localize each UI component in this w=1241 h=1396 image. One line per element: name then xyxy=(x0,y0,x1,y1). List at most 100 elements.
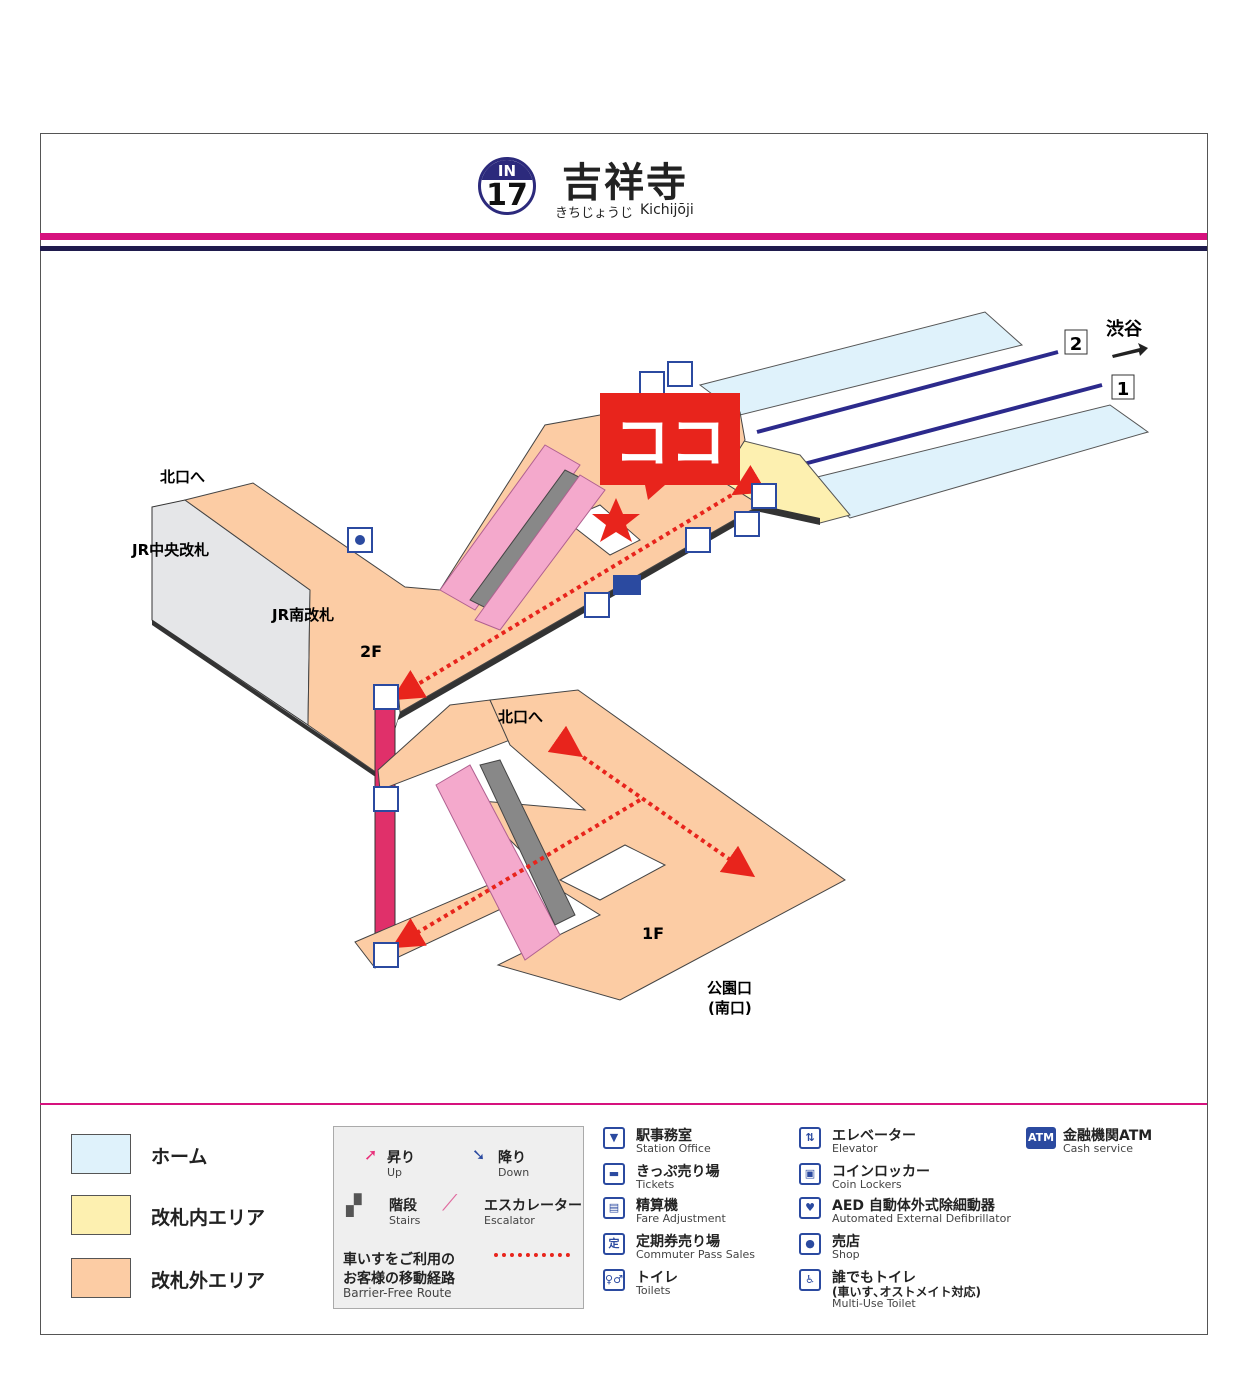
station-romaji: Kichijōji xyxy=(640,202,694,218)
station-office-icon: ▼ xyxy=(603,1127,625,1149)
legend-platform: ホーム xyxy=(151,1146,208,1168)
station-name: 吉祥寺 xyxy=(562,160,688,206)
stairs-1f xyxy=(479,759,576,926)
elevator-icon xyxy=(373,786,399,812)
escalator-icon: ⟋ xyxy=(442,1191,458,1216)
north-exit-label-bottom: 北口へ xyxy=(498,708,543,726)
stairs-icon: ▞ xyxy=(346,1193,362,1217)
header-divider-pink xyxy=(40,233,1207,240)
commuter-pass-icon: 定 xyxy=(603,1233,625,1255)
facility-label-en: Commuter Pass Sales xyxy=(636,1248,756,1261)
floor-1f-label: 1F xyxy=(642,924,664,943)
route-line-icon xyxy=(494,1253,570,1257)
track-2-number: 2 xyxy=(1070,334,1083,355)
north-exit-label-top: 北口へ xyxy=(160,468,205,486)
facility-label-en: Fare Adjustment xyxy=(636,1212,726,1225)
atm-icon xyxy=(613,575,641,595)
track-1 xyxy=(799,383,1103,467)
barrier-free-route-2f xyxy=(391,465,767,701)
line-code: IN xyxy=(481,160,533,180)
elevator-shaft xyxy=(374,699,396,946)
down-label-en: Down xyxy=(498,1166,530,1179)
facility-label: 精算機 xyxy=(636,1198,678,1214)
escalator-label: エスカレーター xyxy=(484,1198,582,1214)
elevator-icon xyxy=(373,942,399,968)
facility-label: 誰でもトイレ xyxy=(832,1270,916,1286)
route-label-en: Barrier-Free Route xyxy=(343,1286,452,1300)
shop-icon xyxy=(347,527,373,553)
multi-use-toilet-icon: ♿ xyxy=(799,1269,821,1291)
facility-label-en: Station Office xyxy=(636,1142,711,1155)
swatch-unpaid-area xyxy=(71,1258,131,1298)
track-2 xyxy=(756,350,1059,434)
up-label-en: Up xyxy=(387,1166,403,1179)
toilet-icon xyxy=(639,371,665,397)
elevator-icon: ⇅ xyxy=(799,1127,821,1149)
station-number: 17 xyxy=(486,178,528,213)
header-divider-navy xyxy=(40,246,1207,251)
facility-label-en: Multi-Use Toilet xyxy=(832,1297,916,1310)
fare-adjustment-icon xyxy=(751,483,777,509)
platform-1 xyxy=(803,404,1150,519)
facility-label-en: Cash service xyxy=(1063,1142,1134,1155)
station-office-icon xyxy=(734,511,760,537)
aed-icon: ♥ xyxy=(799,1197,821,1219)
facility-label: コインロッカー xyxy=(832,1164,930,1180)
south-exit-label: (南口) xyxy=(708,999,752,1017)
platform-2 xyxy=(698,311,1024,416)
station-kana: きちじょうじ xyxy=(555,206,634,221)
multi-use-toilet-icon xyxy=(667,361,693,387)
track-1-number: 1 xyxy=(1117,379,1130,400)
facility-label-en: Automated External Defibrillator xyxy=(832,1212,1011,1225)
facility-label-en: Toilets xyxy=(636,1284,671,1297)
here-pointer xyxy=(645,485,665,500)
station-number-badge: IN 17 xyxy=(478,157,536,215)
up-arrow-icon: ➚ xyxy=(364,1145,378,1164)
to-shibuya-label: 渋谷 xyxy=(1106,318,1143,340)
facility-label: 売店 xyxy=(832,1234,860,1250)
swatch-platform xyxy=(71,1134,131,1174)
barrier-free-route-1f xyxy=(391,798,642,949)
here-label: ココ xyxy=(614,411,726,476)
facility-label: 金融機関ATM xyxy=(1063,1128,1153,1144)
facility-label: エレベーター xyxy=(832,1128,916,1144)
barrier-free-route-1f-north xyxy=(547,725,756,878)
floor-2f-label: 2F xyxy=(360,642,382,661)
toilet-icon: ♀♂ xyxy=(603,1269,625,1291)
facility-label-note: (車いす､オストメイト対応) xyxy=(832,1285,981,1299)
shop-icon: ● xyxy=(799,1233,821,1255)
stairs-label-en: Stairs xyxy=(389,1214,421,1227)
escalator-1f xyxy=(435,764,561,961)
station-diagram: ココ 2 1 渋谷 北口へ JR中央改札 JR南改札 2F 北口へ 1F 公園口… xyxy=(131,311,1150,1017)
to-shibuya-arrow xyxy=(1112,343,1148,358)
facility-label-en: Elevator xyxy=(832,1142,878,1155)
route-label-line2: お客様の移動経路 xyxy=(343,1271,455,1287)
stairs-label: 階段 xyxy=(389,1198,417,1214)
down-arrow-icon: ➘ xyxy=(472,1145,486,1164)
ticket-icon: ▬ xyxy=(603,1163,625,1185)
atm-icon: ATM xyxy=(1026,1127,1056,1149)
current-location-star xyxy=(592,498,640,542)
swatch-paid-area xyxy=(71,1195,131,1235)
facility-label-en: Shop xyxy=(832,1248,860,1261)
track-1-box xyxy=(1111,374,1135,400)
down-label: 降り xyxy=(498,1150,526,1166)
escalator-label-en: Escalator xyxy=(484,1214,535,1227)
facility-label-en: Coin Lockers xyxy=(832,1178,902,1191)
map-frame xyxy=(40,133,1208,1335)
jr-central-gate-label: JR中央改札 xyxy=(131,541,209,559)
elevator-icon xyxy=(373,684,399,710)
legend-paid-area: 改札内エリア xyxy=(151,1207,266,1229)
facility-label-en: Tickets xyxy=(636,1178,675,1191)
facility-label: 定期券売り場 xyxy=(636,1234,720,1250)
park-exit-label: 公園口 xyxy=(707,979,752,997)
here-box xyxy=(600,393,740,485)
coin-locker-icon xyxy=(584,592,610,618)
fare-adjustment-icon: ▤ xyxy=(603,1197,625,1219)
jr-south-gate-label: JR南改札 xyxy=(271,606,334,624)
track-2-box xyxy=(1064,329,1088,355)
coin-locker-icon: ▣ xyxy=(799,1163,821,1185)
facility-label: きっぷ売り場 xyxy=(636,1164,720,1180)
movement-legend: ➚ 昇り Up ➘ 降り Down ▞ 階段 Stairs ⟋ エスカレーター … xyxy=(333,1126,584,1309)
